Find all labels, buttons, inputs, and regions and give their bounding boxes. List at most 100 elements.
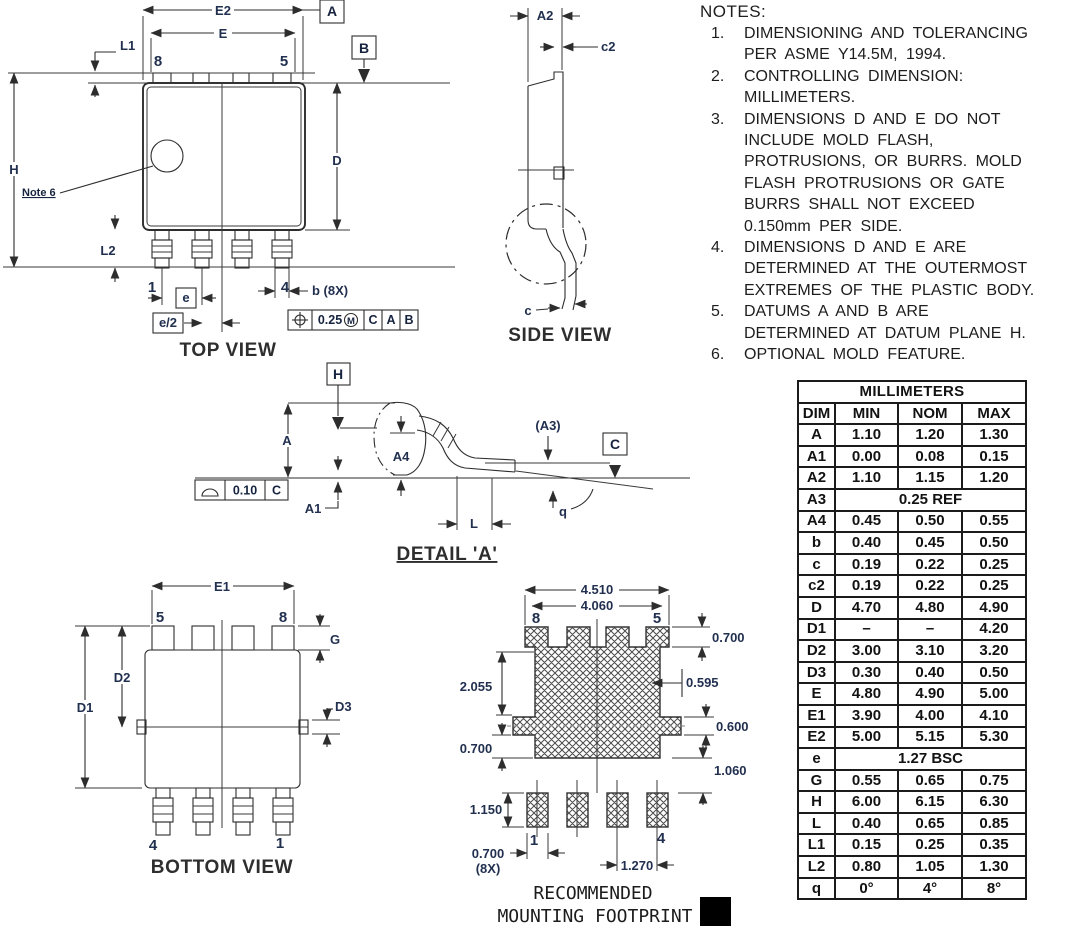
bottom-view-drawing: E1 D1 D2 D3 G 5 8 4 1 BOTTOM VIEW xyxy=(75,579,352,878)
col-header-nom: NOM xyxy=(897,401,963,426)
seating-plane-tolerance-frame: 0.10 C xyxy=(194,479,289,501)
value-cell: 0.15 xyxy=(960,444,1028,469)
value-cell: 5.15 xyxy=(897,725,963,750)
pin-4-label: 4 xyxy=(657,830,666,847)
note-number: 2. xyxy=(711,67,725,85)
dim-label-d2: D2 xyxy=(114,670,131,685)
dim-cell: e xyxy=(797,747,836,771)
value-cell: 1.15 xyxy=(897,466,963,490)
value-cell: 0.50 xyxy=(960,531,1028,555)
value-cell: 0.22 xyxy=(897,552,963,577)
dim-label-e1: E1 xyxy=(214,579,230,594)
value-cell: 0.25 xyxy=(960,552,1028,577)
note-number: 3. xyxy=(711,110,725,128)
bottom-view-leads xyxy=(152,787,294,836)
fcf-tolerance: 0.25 xyxy=(318,313,342,327)
dim-label-d: D xyxy=(332,153,341,168)
detail-a-callout-circle xyxy=(505,203,587,285)
value-cell: 0.45 xyxy=(834,509,899,534)
value-cell: 0.40 xyxy=(834,531,899,555)
detail-fcf-datum: C xyxy=(272,484,281,498)
dim-label-a1: A1 xyxy=(305,501,322,516)
value-cell: 0.22 xyxy=(897,574,963,598)
value-cell: 3.20 xyxy=(960,639,1028,663)
value-cell: 0.08 xyxy=(897,444,963,469)
notes-title: NOTES: xyxy=(700,2,767,21)
value-cell: 4.80 xyxy=(834,682,899,706)
dim-cell: L2 xyxy=(797,855,836,879)
position-tolerance-frame: 0.25 M C A B xyxy=(287,309,419,331)
detail-a-title: DETAIL 'A' xyxy=(397,544,498,565)
top-view-title: TOP VIEW xyxy=(179,340,276,361)
note-text: DIMENSIONING AND TOLERANCING PER ASME Y1… xyxy=(744,25,1028,64)
fcf-datum-2: A xyxy=(386,313,395,327)
dim-side-offset: 0.595 xyxy=(686,675,719,690)
dim-cell: D3 xyxy=(797,660,836,685)
value-cell: 0.19 xyxy=(834,574,899,598)
optional-mold-feature-circle xyxy=(150,139,184,173)
dim-label-a2: A2 xyxy=(537,8,554,23)
detail-a-geometry xyxy=(195,401,690,490)
dim-pad-width-count: (8X) xyxy=(476,861,501,876)
dim-label-g: G xyxy=(330,632,340,647)
value-cell: 1.10 xyxy=(834,423,899,447)
dim-label-l: L xyxy=(470,516,478,531)
value-cell: 0.65 xyxy=(897,768,963,793)
dim-cell: A2 xyxy=(797,466,836,490)
footprint-pads xyxy=(500,619,685,837)
value-cell: 0.15 xyxy=(834,833,899,858)
value-cell: 4.70 xyxy=(834,595,899,620)
value-cell: 0.55 xyxy=(960,509,1028,534)
value-cell: 1.30 xyxy=(960,855,1028,879)
value-cell: 3.00 xyxy=(834,639,899,663)
dim-label-e-pitch: e xyxy=(182,290,189,305)
dim-lower-height: 0.700 xyxy=(460,741,493,756)
col-header-dim: DIM xyxy=(797,401,836,426)
value-cell: 8° xyxy=(960,876,1028,901)
footprint-title-line1: RECOMMENDED xyxy=(533,883,652,904)
note-6-reference: Note 6 xyxy=(22,187,56,199)
datum-c-box xyxy=(602,432,628,456)
value-cell: 4.20 xyxy=(960,617,1028,642)
dim-cell: L xyxy=(797,811,836,836)
value-cell: 0° xyxy=(834,876,899,901)
dim-cell: E xyxy=(797,682,836,706)
top-view-leads xyxy=(151,229,293,269)
dim-cell: L1 xyxy=(797,833,836,858)
datum-h-triangle-icon xyxy=(332,417,344,430)
dim-cell: A3 xyxy=(797,487,836,512)
value-cell: 0.45 xyxy=(897,531,963,555)
value-cell: 0.85 xyxy=(960,811,1028,836)
bottom-view-title: BOTTOM VIEW xyxy=(151,857,293,878)
dim-label-l2: L2 xyxy=(100,243,115,258)
value-cell: 3.10 xyxy=(897,639,963,663)
datum-a-box xyxy=(319,0,345,24)
value-cell: 0.50 xyxy=(960,660,1028,685)
detail-a-drawing: H A 0.10 C A1 A4 (A3) C xyxy=(194,362,690,565)
dim-cell: H xyxy=(797,790,836,814)
value-cell: 4.90 xyxy=(897,682,963,706)
pin-8-label: 8 xyxy=(154,53,162,70)
fcf-modifier: M xyxy=(347,316,355,327)
fcf-datum-1: C xyxy=(368,313,377,327)
value-cell: 4° xyxy=(897,876,963,901)
value-cell: 6.15 xyxy=(897,790,963,814)
pin-5-label: 5 xyxy=(280,53,288,70)
dim-cell: A xyxy=(797,423,836,447)
pin-8-label: 8 xyxy=(279,609,287,626)
value-cell: 4.00 xyxy=(897,703,963,728)
value-cell: 1.05 xyxy=(897,855,963,879)
dim-pad-gap: 1.060 xyxy=(714,763,747,778)
pin-5-label: 5 xyxy=(653,610,661,627)
side-view-dimensions: A2 c2 c xyxy=(505,8,615,318)
value-cell: 0.40 xyxy=(897,660,963,685)
value-cell: 0.75 xyxy=(960,768,1028,793)
